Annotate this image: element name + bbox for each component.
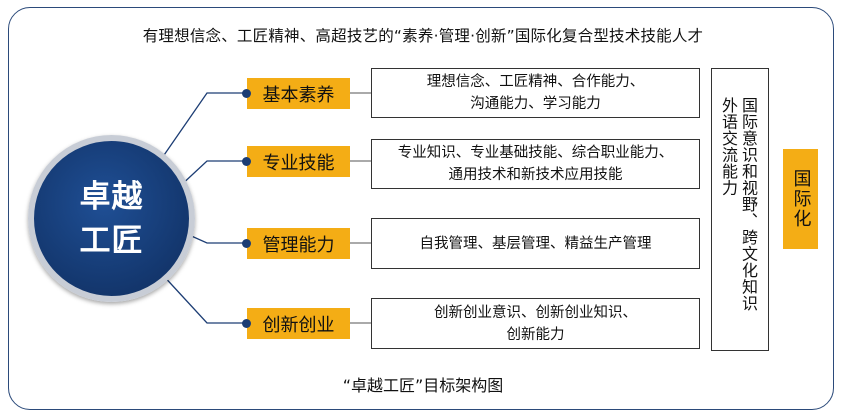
desc-box-innovation-entrepreneurship: 创新创业意识、创新创业知识、 创新能力 xyxy=(371,298,700,349)
node-dot xyxy=(242,319,251,328)
international-skills-box: 国际意识和视野、跨文化知识 外语交流能力 xyxy=(711,68,769,351)
desc-box-professional-skills: 专业知识、专业基础技能、综合职业能力、 通用技术和新技术应用技能 xyxy=(371,139,700,189)
node-dot xyxy=(242,89,251,98)
node-dot xyxy=(242,157,251,166)
desc-line: 自我管理、基层管理、精益生产管理 xyxy=(419,235,652,252)
desc-line: 沟通能力、学习能力 xyxy=(470,96,601,112)
tag-basic-quality: 基本素养 xyxy=(247,78,350,109)
desc-line: 通用技术和新技术应用技能 xyxy=(448,167,623,183)
connector-4 xyxy=(159,271,247,324)
diagram-title: 有理想信念、工匠精神、高超技艺的“素养·管理·创新”国际化复合型技术技能人才 xyxy=(142,27,704,45)
connector-1 xyxy=(161,92,247,159)
desc-line: 创新能力 xyxy=(506,326,565,343)
desc-line: 创新创业意识、创新创业知识、 xyxy=(434,304,637,321)
connector-2 xyxy=(177,160,247,189)
diagram-caption: “卓越工匠”目标架构图 xyxy=(342,376,504,395)
desc-line: 专业知识、专业基础技能、综合职业能力、 xyxy=(397,145,674,161)
desc-box-management-ability: 自我管理、基层管理、精益生产管理 xyxy=(371,218,700,269)
hub-circle: 卓越 工匠 xyxy=(28,135,195,302)
node-dot xyxy=(242,239,251,248)
hub-line-1: 卓越 xyxy=(79,178,144,215)
foreign-language-text: 外语交流能力 xyxy=(719,97,738,196)
desc-box-basic-quality: 理想信念、工匠精神、合作能力、 沟通能力、学习能力 xyxy=(371,68,700,118)
hub-line-2: 工匠 xyxy=(79,222,144,259)
tag-innovation-entrepreneurship: 创新创业 xyxy=(247,308,350,339)
tag-professional-skills: 专业技能 xyxy=(247,146,350,177)
tag-internationalization: 国际化 xyxy=(783,149,818,249)
desc-line: 理想信念、工匠精神、合作能力、 xyxy=(426,74,645,90)
tag-management-ability: 管理能力 xyxy=(247,228,350,259)
international-awareness-text: 国际意识和视野、跨文化知识 xyxy=(739,97,758,312)
